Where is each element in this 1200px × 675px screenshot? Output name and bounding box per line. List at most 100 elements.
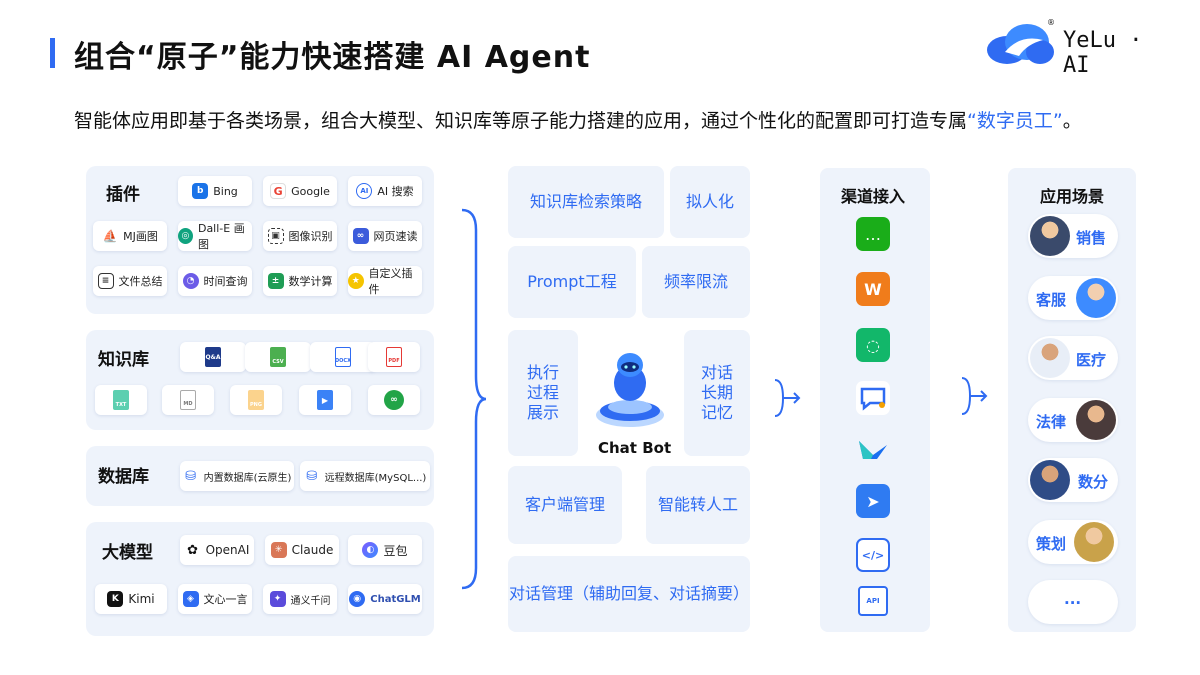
- scene-data-analysis[interactable]: 数分: [1028, 458, 1118, 502]
- card-kb-retrieval: 知识库检索策略: [508, 166, 664, 238]
- merge-arrow-icon: [773, 378, 803, 418]
- plugin-mj[interactable]: ⛵MJ画图: [93, 221, 167, 251]
- plugin-image-recognition[interactable]: ▣图像识别: [263, 221, 337, 251]
- scene-service[interactable]: 客服: [1028, 276, 1118, 320]
- plugin-label: 自定义插件: [369, 265, 422, 297]
- scenes-title: 应用场景: [1040, 183, 1104, 207]
- model-claude[interactable]: ✳ Claude: [265, 535, 339, 565]
- plugin-bing[interactable]: b Bing: [178, 176, 252, 206]
- knowledge-label: 知识库: [98, 345, 149, 370]
- model-openai[interactable]: ✿OpenAI: [180, 535, 254, 565]
- plugin-label: Google: [291, 185, 330, 198]
- plugin-time-query[interactable]: ◔ 时间查询: [178, 266, 252, 296]
- plugin-dalle[interactable]: ◎Dall-E 画图: [178, 221, 252, 251]
- web-code-icon[interactable]: </>: [856, 538, 890, 572]
- calculator-icon: ±: [268, 273, 284, 289]
- file-qa[interactable]: Q&A: [180, 342, 246, 372]
- mini-program-icon[interactable]: W: [856, 272, 890, 306]
- card-long-memory: 对话 长期 记忆: [684, 330, 750, 456]
- planner-avatar: [1074, 522, 1114, 562]
- scene-label: 销售: [1076, 227, 1106, 248]
- scene-more[interactable]: ...: [1028, 580, 1118, 624]
- file-png[interactable]: PNG: [230, 385, 282, 415]
- plugin-math[interactable]: ±数学计算: [263, 266, 337, 296]
- plugin-label: 时间查询: [204, 273, 248, 289]
- file-pdf[interactable]: PDF: [368, 342, 420, 372]
- plugins-label: 插件: [106, 180, 140, 205]
- file-txt[interactable]: TXT: [95, 385, 147, 415]
- clock-icon: ◔: [183, 273, 199, 289]
- scene-medical[interactable]: 医疗: [1028, 336, 1118, 380]
- wechat-icon[interactable]: …: [856, 217, 890, 251]
- scene-planning[interactable]: 策划: [1028, 520, 1118, 564]
- link-icon: ∞: [353, 228, 369, 244]
- chatglm-icon: ◉: [349, 591, 365, 607]
- card-dialog-mgmt: 对话管理（辅助回复、对话摘要）: [508, 556, 750, 632]
- chat-bubble-icon[interactable]: [856, 381, 890, 415]
- plugin-label: Bing: [213, 185, 238, 198]
- model-label: Claude: [292, 543, 334, 557]
- subtitle: 智能体应用即基于各类场景，组合大模型、知识库等原子能力搭建的应用，通过个性化的配…: [74, 106, 1082, 133]
- google-icon: G: [270, 183, 286, 199]
- api-chip-icon[interactable]: API: [858, 586, 888, 616]
- db-remote[interactable]: ⛁远程数据库(MySQL...): [300, 461, 430, 491]
- card-prompt: Prompt工程: [508, 246, 636, 318]
- openai-icon: ◎: [178, 228, 193, 244]
- db-builtin[interactable]: ⛁内置数据库(云原生): [180, 461, 294, 491]
- plugin-label: 图像识别: [289, 228, 333, 244]
- plugin-label: MJ画图: [123, 228, 158, 244]
- plugin-google[interactable]: G Google: [263, 176, 337, 206]
- card-personification: 拟人化: [670, 166, 750, 238]
- model-kimi[interactable]: K Kimi: [95, 584, 167, 614]
- left-brace: [458, 206, 488, 592]
- scene-legal[interactable]: 法律: [1028, 398, 1118, 442]
- cloud-bird-icon: [985, 22, 1055, 66]
- model-label: ChatGLM: [370, 594, 421, 605]
- file-video[interactable]: ▶: [299, 385, 351, 415]
- star-icon: ★: [348, 273, 364, 289]
- channels-title: 渠道接入: [841, 183, 905, 207]
- page-title: 组合“原子”能力快速搭建 AI Agent: [74, 32, 590, 76]
- claude-icon: ✳: [271, 542, 287, 558]
- dingtalk-icon[interactable]: ➤: [856, 484, 890, 518]
- file-link[interactable]: ∞: [368, 385, 420, 415]
- scene-label: 法律: [1036, 411, 1066, 432]
- card-process-display: 执行 过程 展示: [508, 330, 578, 456]
- feishu-icon[interactable]: [856, 432, 890, 466]
- brand-name: YeLu · AI: [1063, 28, 1175, 78]
- plugin-web-read[interactable]: ∞ 网页速读: [348, 221, 422, 251]
- service-agent-avatar: [1076, 278, 1116, 318]
- docx-icon: DOCX: [335, 347, 351, 367]
- model-wenxin[interactable]: ◈文心一言: [178, 584, 252, 614]
- model-chatglm[interactable]: ◉ ChatGLM: [348, 584, 422, 614]
- chatbot-label: Chat Bot: [598, 439, 671, 457]
- txt-icon: TXT: [113, 390, 129, 410]
- card-client-mgmt: 客户端管理: [508, 466, 622, 544]
- scene-label: 医疗: [1076, 349, 1106, 370]
- plugin-custom[interactable]: ★ 自定义插件: [348, 266, 422, 296]
- plugin-label: 网页速读: [374, 228, 418, 244]
- model-label: Kimi: [128, 592, 154, 606]
- md-icon: MD: [180, 390, 196, 410]
- scene-label: 策划: [1036, 533, 1066, 554]
- scene-sales[interactable]: 销售: [1028, 214, 1118, 258]
- tongyi-icon: ✦: [270, 591, 286, 607]
- subtitle-highlight: “数字员工”: [967, 110, 1063, 132]
- model-label: 通义千问: [291, 592, 331, 607]
- subtitle-main: 智能体应用即基于各类场景，组合大模型、知识库等原子能力搭建的应用，通过个性化的配…: [74, 110, 967, 132]
- plugin-file-summary[interactable]: ≡文件总结: [93, 266, 167, 296]
- file-csv[interactable]: CSV: [245, 342, 311, 372]
- file-md[interactable]: MD: [162, 385, 214, 415]
- bing-icon: b: [192, 183, 208, 199]
- wecom-icon[interactable]: ◌: [856, 328, 890, 362]
- video-file-icon: ▶: [317, 390, 333, 410]
- database-icon: ⛁: [304, 468, 320, 484]
- db-label: 内置数据库(云原生): [204, 469, 292, 484]
- model-doubao[interactable]: ◐豆包: [348, 535, 422, 565]
- model-tongyi[interactable]: ✦ 通义千问: [263, 584, 337, 614]
- file-docx[interactable]: DOCX: [310, 342, 376, 372]
- link-circle-icon: ∞: [384, 390, 404, 410]
- model-label: OpenAI: [206, 543, 250, 557]
- kimi-icon: K: [107, 591, 123, 607]
